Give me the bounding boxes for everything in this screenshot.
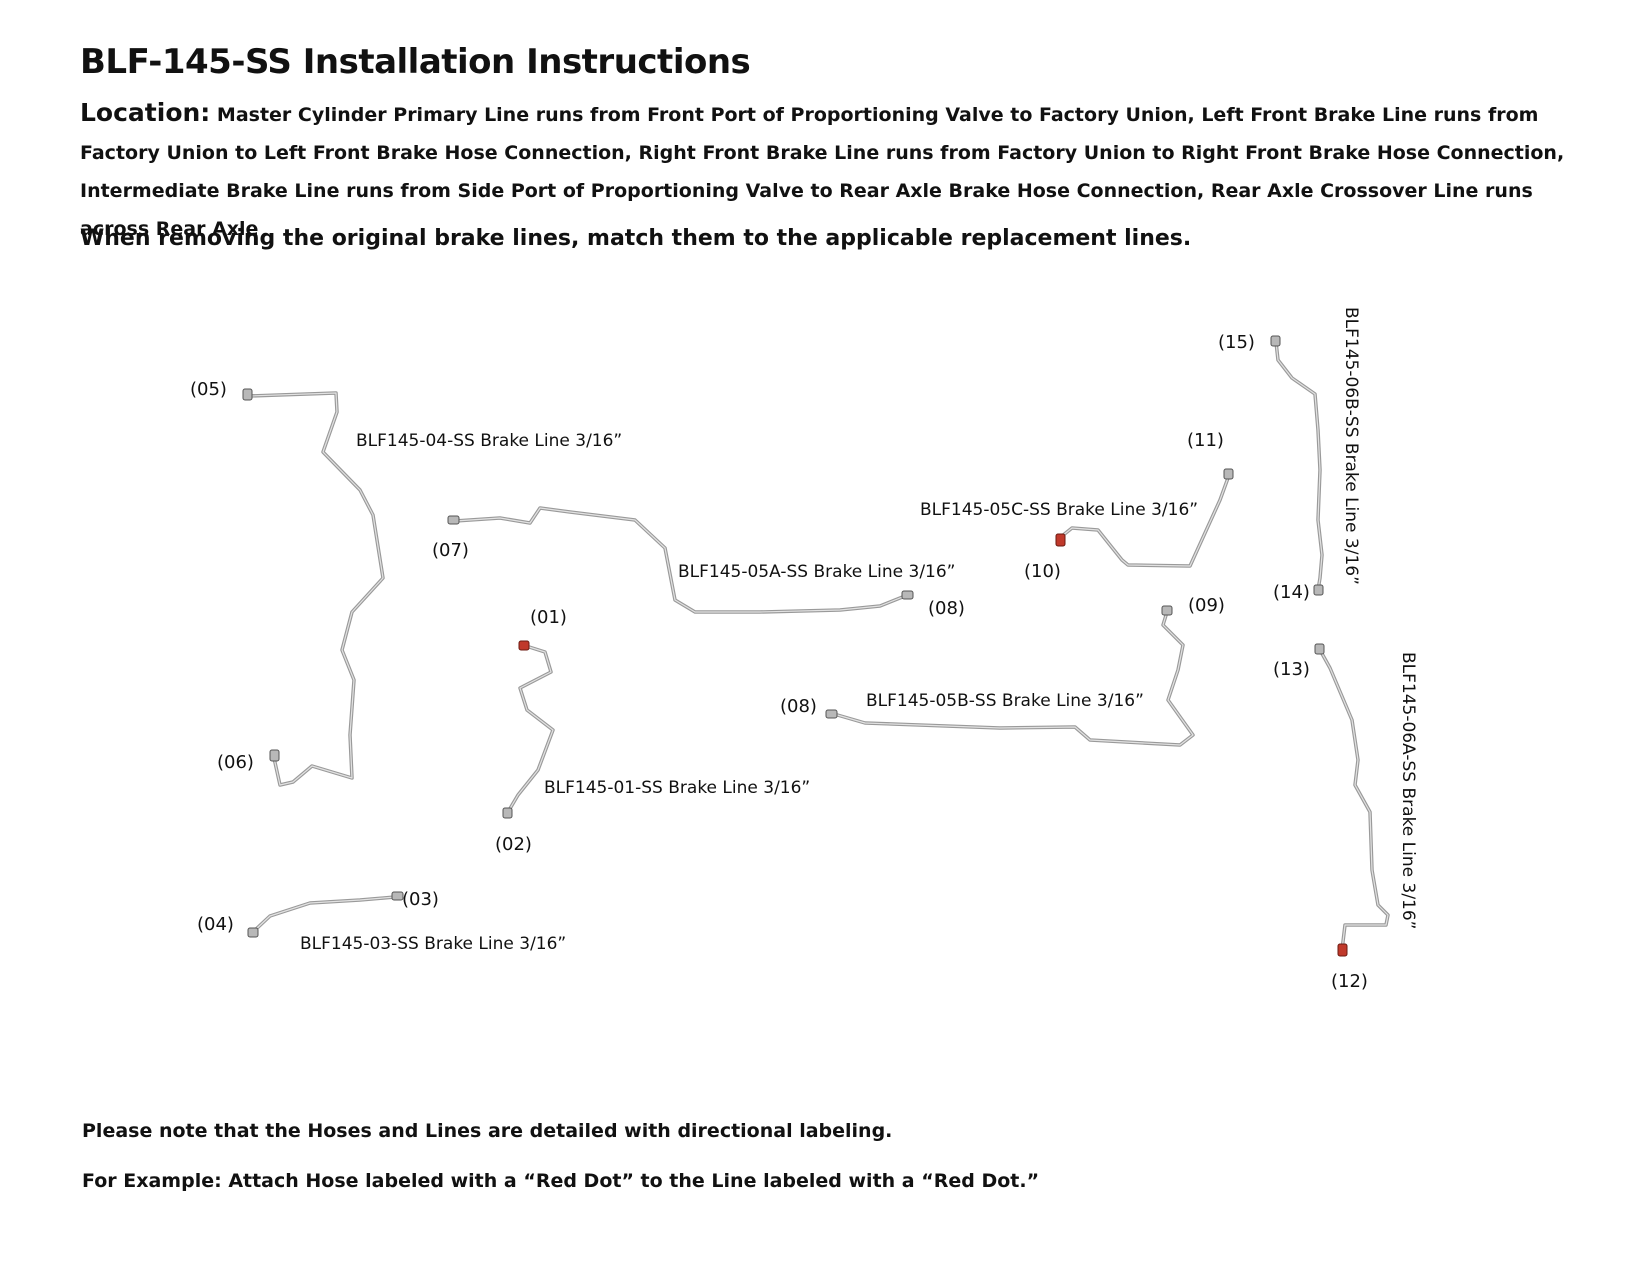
fitting-02 bbox=[502, 807, 513, 819]
line-label-04: BLF145-04-SS Brake Line 3/16” bbox=[356, 431, 622, 451]
fitting-14 bbox=[1313, 584, 1324, 596]
fitting-09 bbox=[1161, 605, 1173, 616]
point-label-10: (10) bbox=[1024, 561, 1061, 582]
point-label-07: (07) bbox=[432, 540, 469, 561]
fitting-15 bbox=[1270, 335, 1281, 347]
fitting-07 bbox=[447, 515, 460, 525]
point-label-03: (03) bbox=[402, 889, 439, 910]
fitting-11 bbox=[1223, 468, 1234, 480]
removing-instruction: When removing the original brake lines, … bbox=[80, 226, 1192, 251]
point-label-15: (15) bbox=[1218, 332, 1255, 353]
directional-labeling-note: Please note that the Hoses and Lines are… bbox=[82, 1120, 893, 1142]
line-label-05b: BLF145-05B-SS Brake Line 3/16” bbox=[866, 691, 1144, 711]
brake-line-06b bbox=[1270, 335, 1324, 596]
point-label-02: (02) bbox=[495, 834, 532, 855]
location-text: Master Cylinder Primary Line runs from F… bbox=[80, 104, 1565, 240]
location-description: Location: Master Cylinder Primary Line r… bbox=[80, 94, 1600, 248]
fitting-04 bbox=[247, 927, 259, 938]
point-label-08: (08) bbox=[780, 696, 817, 717]
location-label: Location: bbox=[80, 98, 211, 127]
fitting-12-red-dot bbox=[1337, 943, 1348, 957]
line-label-01: BLF145-01-SS Brake Line 3/16” bbox=[544, 778, 810, 798]
line-label-05c: BLF145-05C-SS Brake Line 3/16” bbox=[920, 500, 1198, 520]
line-label-06a: BLF145-06A-SS Brake Line 3/16” bbox=[1398, 652, 1418, 930]
line-label-06b: BLF145-06B-SS Brake Line 3/16” bbox=[1341, 307, 1361, 585]
point-label-01: (01) bbox=[530, 607, 567, 628]
brake-line-03 bbox=[247, 891, 404, 938]
point-label-12: (12) bbox=[1331, 971, 1368, 992]
point-label-08: (08) bbox=[928, 598, 965, 619]
brake-line-05a bbox=[447, 506, 914, 614]
point-label-05: (05) bbox=[190, 379, 227, 400]
point-label-14: (14) bbox=[1273, 582, 1310, 603]
point-label-06: (06) bbox=[217, 752, 254, 773]
fitting-10-red-dot bbox=[1055, 533, 1066, 547]
fitting-05 bbox=[242, 388, 253, 401]
point-label-11: (11) bbox=[1187, 430, 1224, 451]
line-label-05a: BLF145-05A-SS Brake Line 3/16” bbox=[678, 562, 956, 582]
fitting-06 bbox=[269, 749, 280, 762]
brake-line-05b bbox=[825, 605, 1195, 747]
point-label-09: (09) bbox=[1188, 595, 1225, 616]
brake-line-05c bbox=[1055, 468, 1234, 568]
point-label-13: (13) bbox=[1273, 659, 1310, 680]
fitting-08a bbox=[901, 590, 914, 600]
line-label-03: BLF145-03-SS Brake Line 3/16” bbox=[300, 934, 566, 954]
brake-line-01 bbox=[502, 640, 555, 819]
fitting-03 bbox=[391, 891, 404, 901]
red-dot-example-note: For Example: Attach Hose labeled with a … bbox=[82, 1170, 1040, 1192]
fitting-08b bbox=[825, 709, 838, 719]
point-label-04: (04) bbox=[197, 914, 234, 935]
fitting-13 bbox=[1314, 643, 1325, 655]
fitting-01-red-dot bbox=[518, 640, 530, 651]
page-title: BLF-145-SS Installation Instructions bbox=[80, 42, 751, 82]
brake-line-04 bbox=[242, 388, 385, 787]
brake-line-06a bbox=[1314, 643, 1390, 957]
